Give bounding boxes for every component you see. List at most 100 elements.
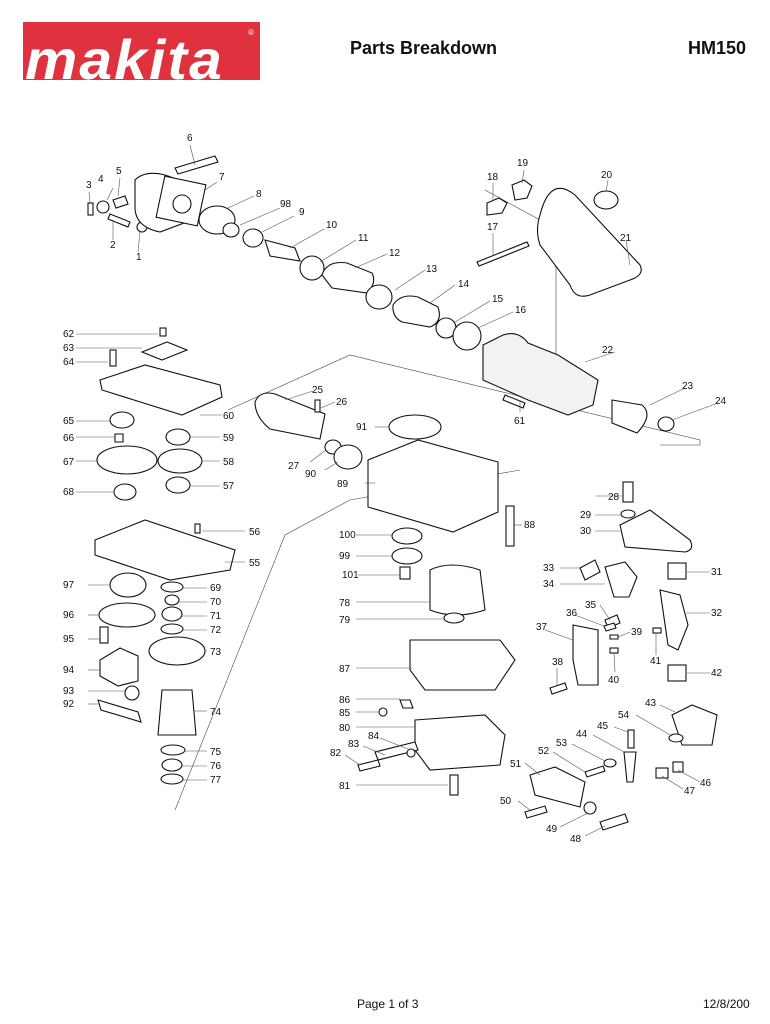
part-26-pin (314, 399, 321, 413)
callout: 22 (602, 345, 614, 356)
callout: 38 (552, 657, 564, 668)
part-74-armature (157, 689, 197, 736)
part-67-gear (96, 445, 158, 475)
callout: 97 (63, 580, 75, 591)
part-9-ring (242, 228, 264, 248)
part-75-insulation-washer (160, 744, 186, 756)
part-22-barrel (482, 333, 599, 416)
callout: 15 (492, 294, 504, 305)
part-38-screw (549, 682, 568, 695)
part-90-o-ring (333, 444, 363, 470)
part-17-bolt (476, 241, 530, 267)
part-5-spring (112, 195, 129, 209)
callout: 35 (585, 600, 597, 611)
callout: 48 (570, 834, 582, 845)
callout: 42 (711, 668, 723, 679)
part-44-holder (623, 751, 637, 783)
callout: 39 (631, 627, 643, 638)
part-11-o-ring (299, 255, 325, 281)
part-100-plate (391, 527, 423, 545)
callout: 11 (358, 233, 369, 244)
callout: 74 (210, 707, 222, 718)
part-64-bolt (109, 349, 117, 367)
callout: 64 (63, 357, 75, 368)
parts-group-field (357, 564, 516, 796)
part-78-field (429, 564, 486, 616)
callout: 14 (458, 279, 470, 290)
part-49-washer (583, 801, 597, 815)
brand-name: makita (25, 28, 224, 81)
callout: 12 (389, 248, 401, 259)
callout: 44 (576, 729, 588, 740)
callout: 2 (110, 240, 116, 251)
leader-lines (76, 144, 719, 837)
part-2-bolt (107, 213, 131, 228)
part-19-block (511, 179, 533, 201)
callout: 87 (339, 664, 351, 675)
part-37-handle-half (572, 624, 599, 686)
part-73-fan (148, 636, 206, 666)
callout: 43 (645, 698, 657, 709)
part-16-o-ring (452, 321, 482, 351)
callout: 1 (136, 252, 142, 263)
part-95-bolt (99, 626, 109, 644)
part-36-pin (603, 622, 617, 632)
callout: 78 (339, 598, 351, 609)
part-21-side-handle (536, 187, 642, 297)
part-32-handle-half (659, 589, 689, 651)
part-6-bolt (174, 155, 219, 175)
callout: 90 (305, 469, 317, 480)
callout: 66 (63, 433, 75, 444)
callout: 7 (219, 172, 225, 183)
callout: 56 (249, 527, 261, 538)
part-40-pin (609, 647, 619, 654)
part-34-switch (604, 561, 638, 598)
callout: 62 (63, 329, 75, 340)
parts-group-left-middle (94, 327, 236, 581)
callout: 98 (280, 199, 292, 210)
callout: 70 (210, 597, 222, 608)
part-51-bracket (529, 766, 586, 808)
callout: 20 (601, 170, 613, 181)
part-31-cap (667, 562, 687, 580)
callout: 49 (546, 824, 558, 835)
callout: 76 (210, 761, 222, 772)
callout: 60 (223, 411, 235, 422)
part-94-bracket (99, 647, 139, 687)
callout: 68 (63, 487, 75, 498)
part-82-screw (357, 759, 381, 772)
part-52-screw (584, 765, 606, 778)
part-80-brush-holder (414, 714, 506, 771)
part-79-o-ring (443, 612, 465, 624)
model-number: HM150 (688, 38, 747, 58)
callout: 100 (339, 530, 356, 541)
callout: 52 (538, 746, 550, 757)
parts-group-top-left (87, 155, 301, 262)
part-42-cap (667, 664, 687, 682)
callout: 8 (256, 189, 262, 200)
page-title: Parts Breakdown (350, 38, 498, 58)
part-50-screw (524, 805, 548, 819)
callout: 84 (368, 731, 380, 742)
callout: 41 (650, 656, 662, 667)
callout: 3 (86, 180, 92, 191)
parts-group-top-middle (299, 255, 482, 351)
callout: 96 (63, 610, 75, 621)
callout: 65 (63, 416, 75, 427)
part-55-gear-housing (94, 519, 236, 581)
part-58-gear (157, 448, 203, 474)
callout: 69 (210, 583, 222, 594)
callout: 17 (487, 222, 499, 233)
callout: 89 (337, 479, 349, 490)
callout: 10 (326, 220, 338, 231)
callout: 75 (210, 747, 222, 758)
part-96-flange (98, 602, 156, 628)
part-20-knob (593, 190, 619, 210)
callout: 53 (556, 738, 568, 749)
callout: 4 (98, 174, 104, 185)
callout: 55 (249, 558, 261, 569)
callout: 83 (348, 739, 360, 750)
part-81-bolt (449, 774, 459, 796)
part-72-washer (160, 623, 184, 635)
part-53-clip (603, 758, 617, 768)
